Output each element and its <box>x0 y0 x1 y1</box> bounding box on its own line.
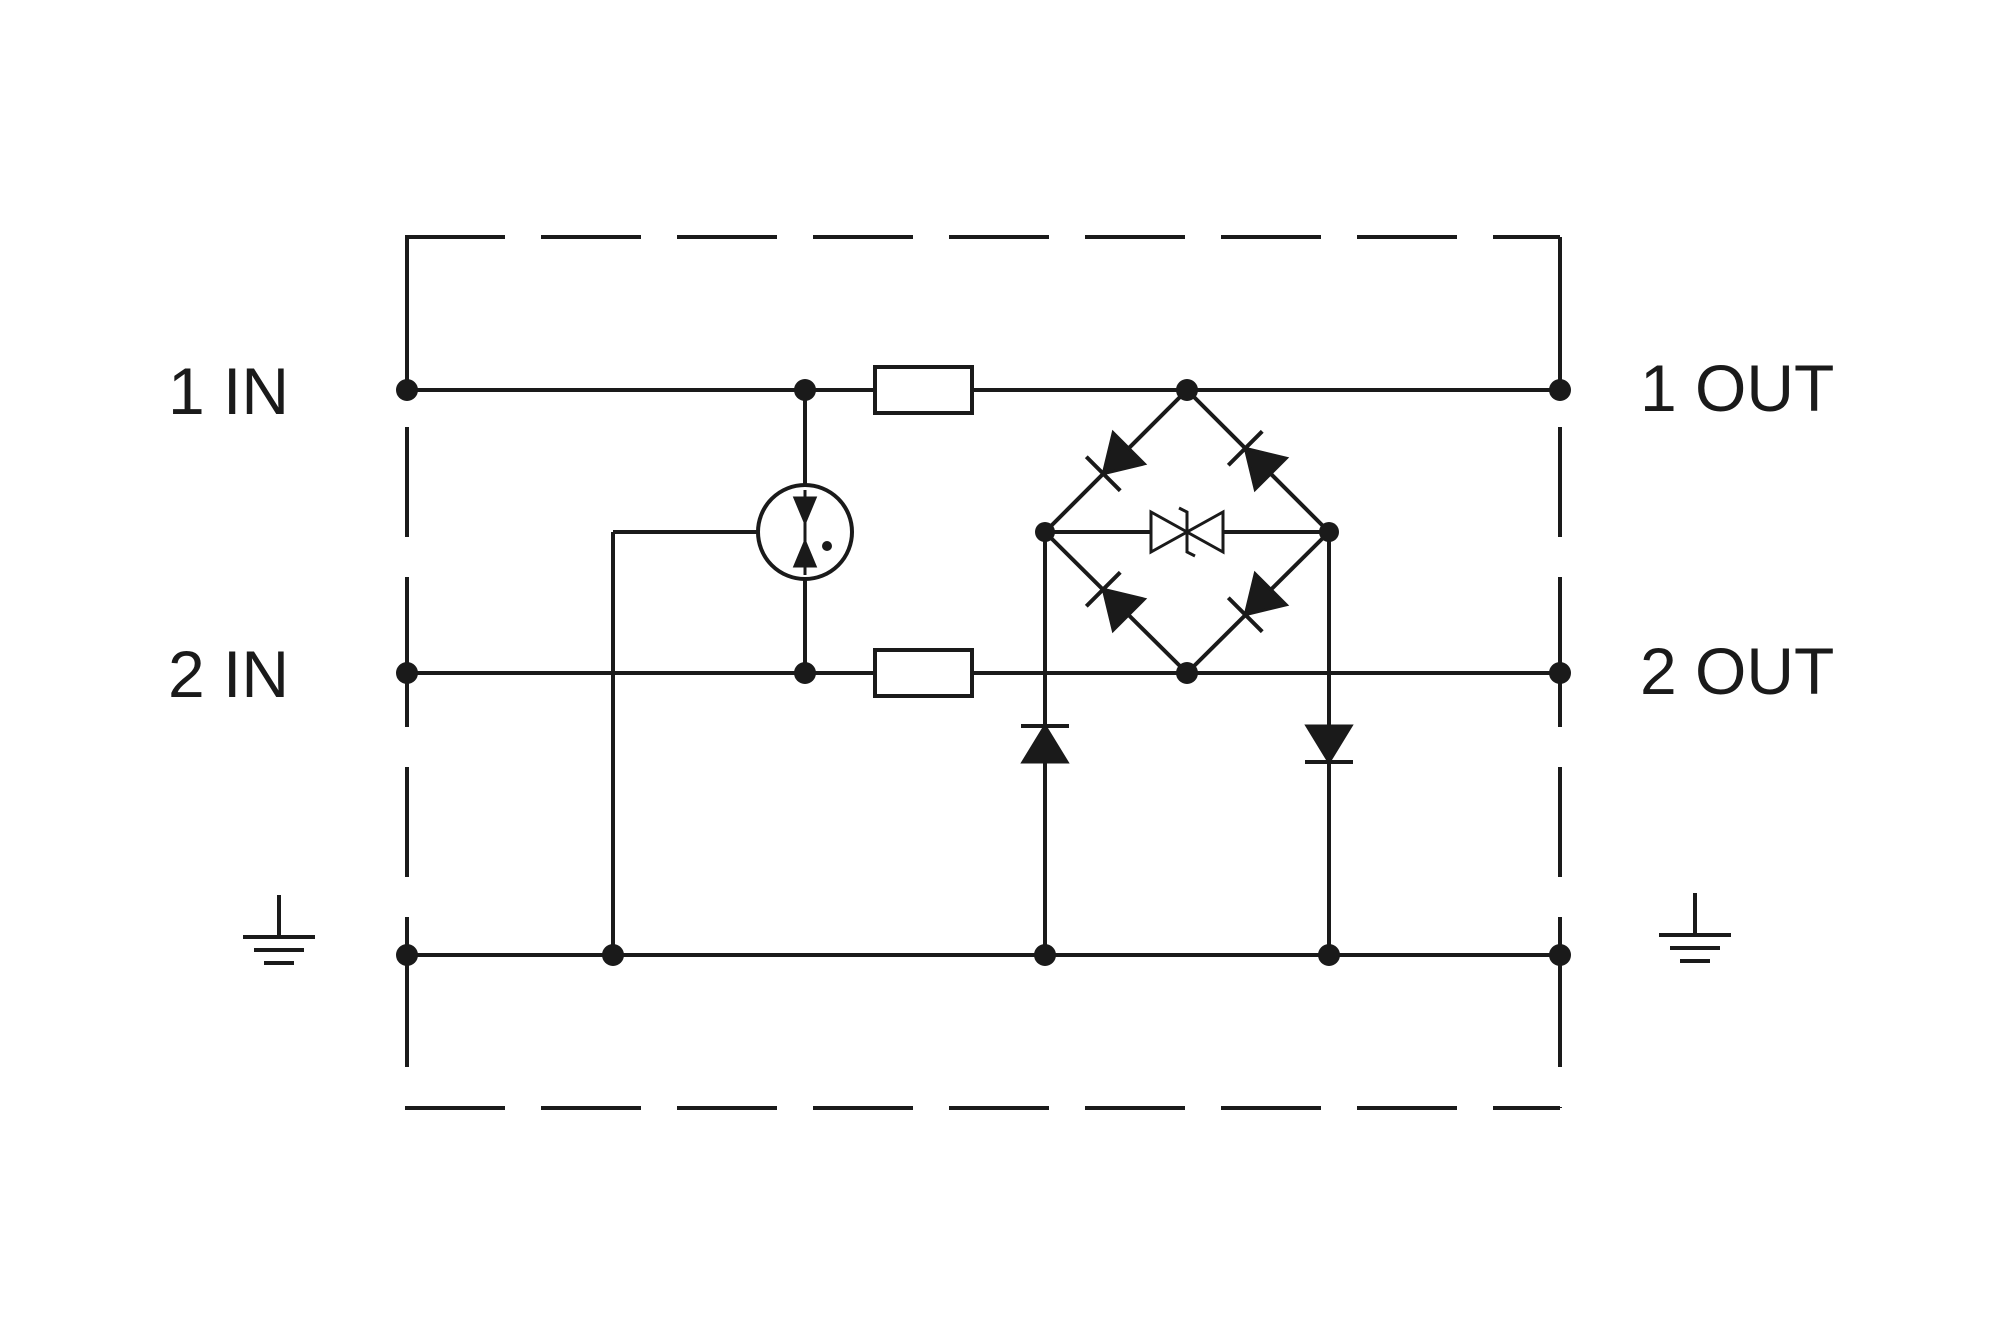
terminal-ground-out <box>1549 944 1571 966</box>
tvs-diode <box>1149 506 1225 558</box>
label-2-in: 2 IN <box>168 637 289 711</box>
terminal-2-out <box>1549 662 1571 684</box>
gas-discharge-tube <box>611 390 854 955</box>
ground-diode-left <box>1019 532 1071 955</box>
resistor-line-1 <box>873 365 974 415</box>
label-1-in: 1 IN <box>168 354 289 428</box>
terminal-1-out <box>1549 379 1571 401</box>
resistor-line-2 <box>873 648 974 698</box>
terminal-1-in <box>396 379 418 401</box>
terminal-ground-in <box>396 944 418 966</box>
line-1-wire <box>407 365 1560 415</box>
line-2-wire <box>407 648 1560 698</box>
junction-dots <box>396 379 1571 966</box>
ground-icon <box>1659 893 1731 963</box>
terminal-2-in <box>396 662 418 684</box>
label-2-out: 2 OUT <box>1640 634 1834 708</box>
ground-diode-right <box>1303 532 1355 955</box>
label-1-out: 1 OUT <box>1640 351 1834 425</box>
diode-bridge <box>1043 388 1331 675</box>
ground-icon <box>243 895 315 965</box>
